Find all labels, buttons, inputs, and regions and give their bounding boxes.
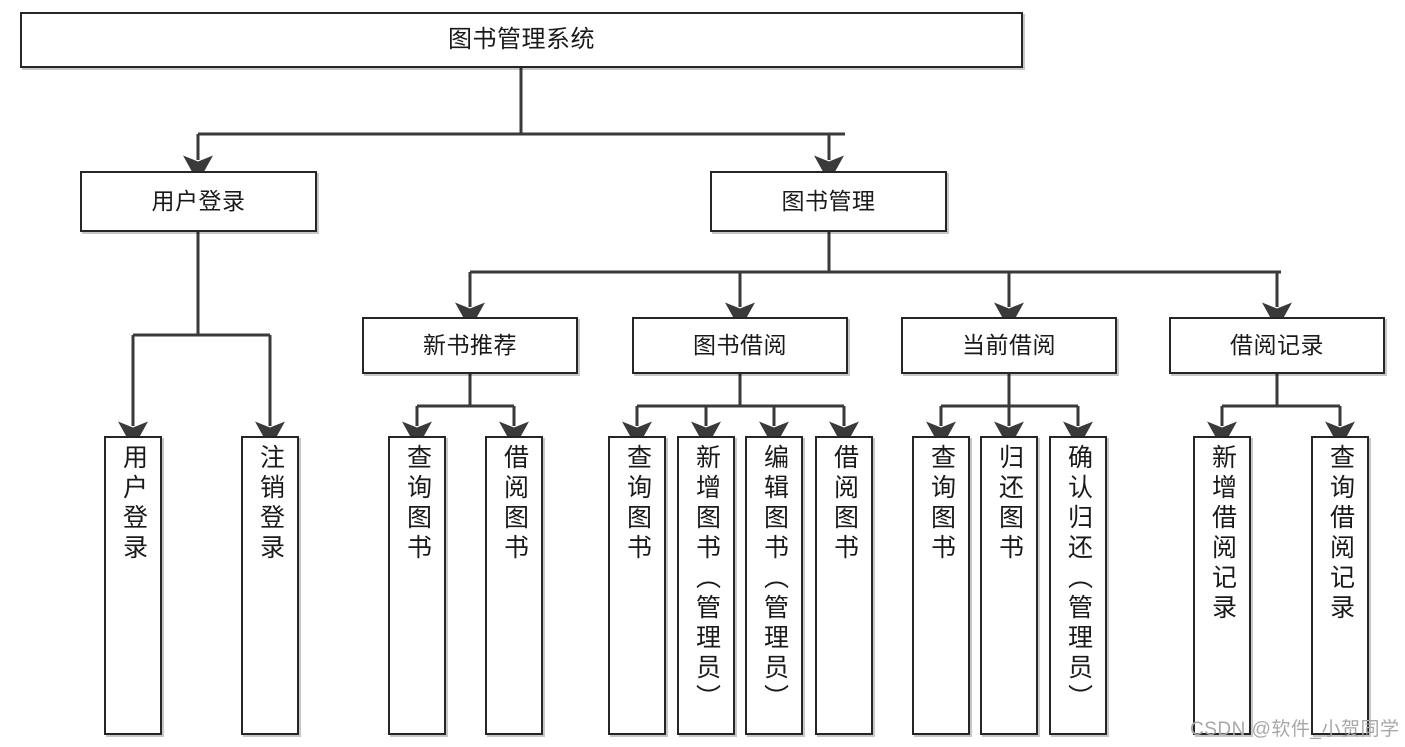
leaf-recommend-borrow-book[interactable]: 借阅图书 — [485, 436, 543, 735]
node-label: 新书推荐 — [423, 331, 517, 358]
node-current-borrow[interactable]: 当前借阅 — [901, 317, 1117, 374]
csdn-watermark: CSDN @软件_小贺同学 — [1190, 719, 1400, 740]
node-label: 借阅图书 — [830, 444, 859, 564]
leaf-current-return-book[interactable]: 归还图书 — [980, 436, 1038, 735]
leaf-user-login-login[interactable]: 用户登录 — [104, 436, 162, 735]
leaf-record-query-borrow-record[interactable]: 查询借阅记录 — [1311, 436, 1369, 735]
node-book-management[interactable]: 图书管理 — [710, 171, 947, 232]
leaf-borrow-edit-book-admin[interactable]: 编辑图书（管理员） — [745, 436, 803, 735]
node-label: 图书管理 — [781, 187, 876, 214]
node-label: 借阅图书 — [500, 444, 529, 564]
leaf-current-confirm-return-admin[interactable]: 确认归还（管理员） — [1049, 436, 1107, 735]
node-label: 查询借阅记录 — [1326, 444, 1355, 624]
node-label: 归还图书 — [995, 444, 1024, 564]
node-label: 新增借阅记录 — [1208, 444, 1237, 624]
node-label: 查询图书 — [623, 444, 652, 564]
node-label: 当前借阅 — [962, 331, 1056, 358]
node-label: 图书借阅 — [693, 331, 787, 358]
node-label: 注销登录 — [256, 444, 285, 564]
node-root-book-management-system[interactable]: 图书管理系统 — [20, 12, 1023, 68]
node-label: 查询图书 — [927, 444, 956, 564]
leaf-current-query-book[interactable]: 查询图书 — [912, 436, 970, 735]
leaf-user-login-logout[interactable]: 注销登录 — [241, 436, 299, 735]
node-label: 借阅记录 — [1230, 331, 1324, 358]
node-label: 编辑图书（管理员） — [760, 444, 789, 714]
leaf-record-add-borrow-record[interactable]: 新增借阅记录 — [1193, 436, 1251, 735]
node-label: 查询图书 — [403, 444, 432, 564]
node-book-borrow[interactable]: 图书借阅 — [632, 317, 848, 374]
leaf-borrow-query-book[interactable]: 查询图书 — [608, 436, 666, 735]
node-label: 用户登录 — [151, 187, 246, 214]
leaf-borrow-borrow-book[interactable]: 借阅图书 — [815, 436, 873, 735]
node-new-book-recommend[interactable]: 新书推荐 — [362, 317, 578, 374]
node-label: 图书管理系统 — [448, 25, 595, 53]
leaf-borrow-add-book-admin[interactable]: 新增图书（管理员） — [677, 436, 735, 735]
node-label: 新增图书（管理员） — [692, 444, 721, 714]
leaf-recommend-query-book[interactable]: 查询图书 — [388, 436, 446, 735]
node-borrow-record[interactable]: 借阅记录 — [1169, 317, 1385, 374]
node-user-login[interactable]: 用户登录 — [80, 171, 317, 232]
node-label: 用户登录 — [119, 444, 148, 564]
node-label: 确认归还（管理员） — [1064, 444, 1093, 714]
